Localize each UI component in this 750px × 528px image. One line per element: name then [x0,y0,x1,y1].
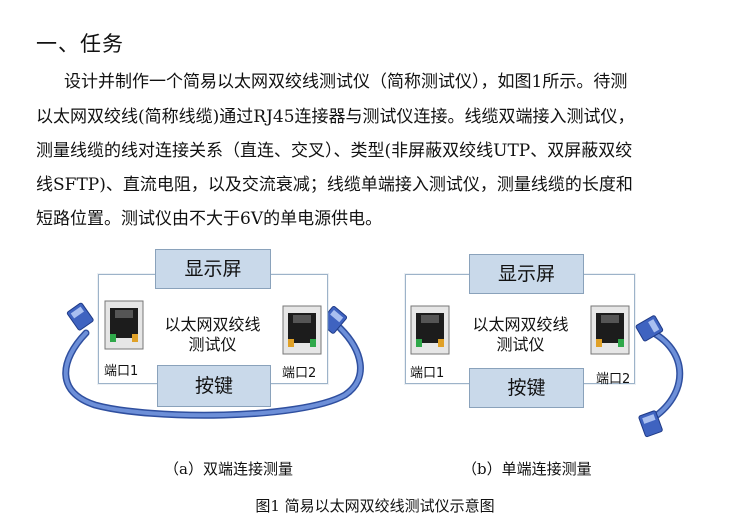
port2-label: 端口2 [596,372,631,387]
rj45-plug-free [638,410,663,438]
display-screen: 显示屏 [469,254,584,294]
port1-socket [410,305,450,355]
device-name-line2: 测试仪 [188,335,237,354]
paragraph-line-3: 测量线缆的线对连接关系（直连、交叉）、类型(非屏蔽双绞线UTP、双屏蔽双绞 [36,141,633,161]
port2-socket [282,305,322,355]
paragraph-line-2: 以太网双绞线(简称线缆)通过RJ45连接器与测试仪连接。线缆双端接入测试仪， [36,107,635,127]
paragraph-line-1: 设计并制作一个简易以太网双绞线测试仪（简称测试仪），如图1所示。待测 [64,72,628,92]
caption-b: （b）单端连接测量 [462,460,592,478]
caption-a: （a）双端连接测量 [164,460,293,478]
port1-label: 端口1 [410,366,445,381]
port2-socket [590,305,630,355]
paragraph-line-5: 短路位置。测试仪由不大于6V的单电源供电。 [36,209,383,229]
display-screen: 显示屏 [155,249,271,289]
paragraph-line-4: 线SFTP)、直流电阻，以及交流衰减；线缆单端接入测试仪，测量线缆的长度和 [36,175,633,195]
key-button: 按键 [469,368,584,408]
section-heading: 一、任务 [36,32,124,56]
figure-title: 图1 简易以太网双绞线测试仪示意图 [255,497,495,515]
rj45-plug-attached [635,315,664,342]
device-name-line1: 以太网双绞线 [472,315,569,334]
port2-label: 端口2 [282,366,317,381]
port1-label: 端口1 [104,364,139,379]
port1-socket [104,300,144,350]
device-name-line1: 以太网双绞线 [164,315,261,334]
device-name-line2: 测试仪 [496,335,545,354]
key-button: 按键 [157,365,271,407]
rj45-plug-left [66,302,94,331]
